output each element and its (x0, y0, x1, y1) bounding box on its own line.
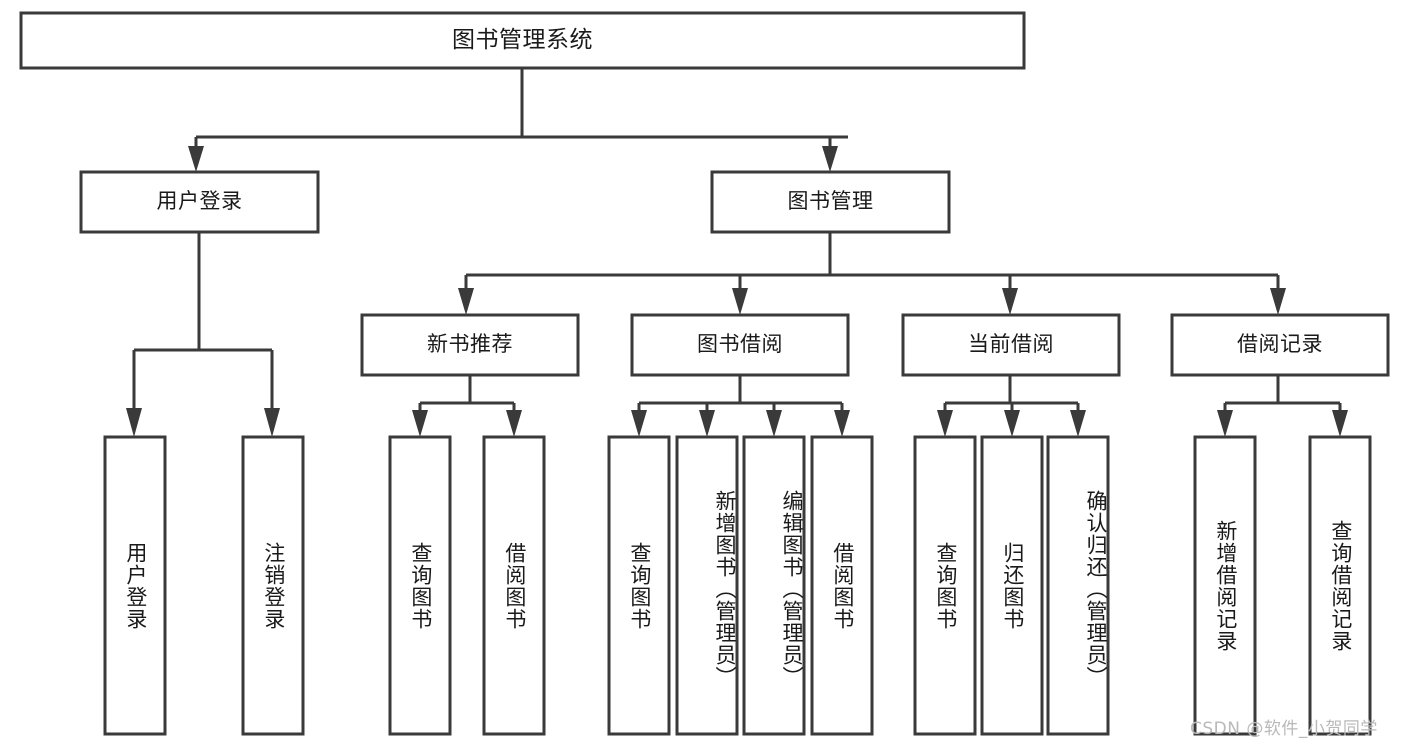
leaf-box-book-borrow-2[interactable] (742, 435, 806, 736)
leaf-box-book-borrow-1[interactable] (675, 435, 739, 736)
leaf-box-book-borrow-3[interactable] (810, 435, 874, 736)
leaf-box-new-book-1[interactable] (482, 435, 546, 736)
leaf-box-current-borrow-0[interactable] (913, 435, 977, 736)
leaf-box-borrow-record-0[interactable] (1193, 435, 1257, 736)
node-box-current-borrow[interactable] (901, 313, 1121, 377)
connector-userlogin-to-leaves (126, 232, 280, 437)
node-box-book-management[interactable] (710, 170, 951, 234)
connector-currentborrow-to-leaves (937, 375, 1086, 437)
node-box-user-login[interactable] (79, 170, 320, 234)
leaf-box-user-login-1[interactable] (241, 435, 305, 736)
node-box-new-book-recommend[interactable] (360, 313, 580, 377)
leaf-box-borrow-record-1[interactable] (1308, 435, 1372, 736)
leaf-box-book-borrow-0[interactable] (607, 435, 671, 736)
leaf-box-user-login-0[interactable] (103, 435, 167, 736)
connector-bookborrow-to-leaves (631, 375, 850, 437)
connector-root-to-level1 (188, 68, 848, 172)
node-box-root[interactable] (19, 11, 1026, 70)
connector-borrowrecord-to-leaves (1217, 375, 1348, 437)
leaf-box-current-borrow-1[interactable] (980, 435, 1044, 736)
leaf-box-current-borrow-2[interactable] (1046, 435, 1110, 736)
connector-bookmgmt-to-level2 (458, 232, 1286, 315)
node-box-borrow-record[interactable] (1170, 313, 1390, 377)
connector-newbook-to-leaves (412, 375, 522, 437)
leaf-box-new-book-0[interactable] (388, 435, 452, 736)
node-box-book-borrow[interactable] (630, 313, 850, 377)
